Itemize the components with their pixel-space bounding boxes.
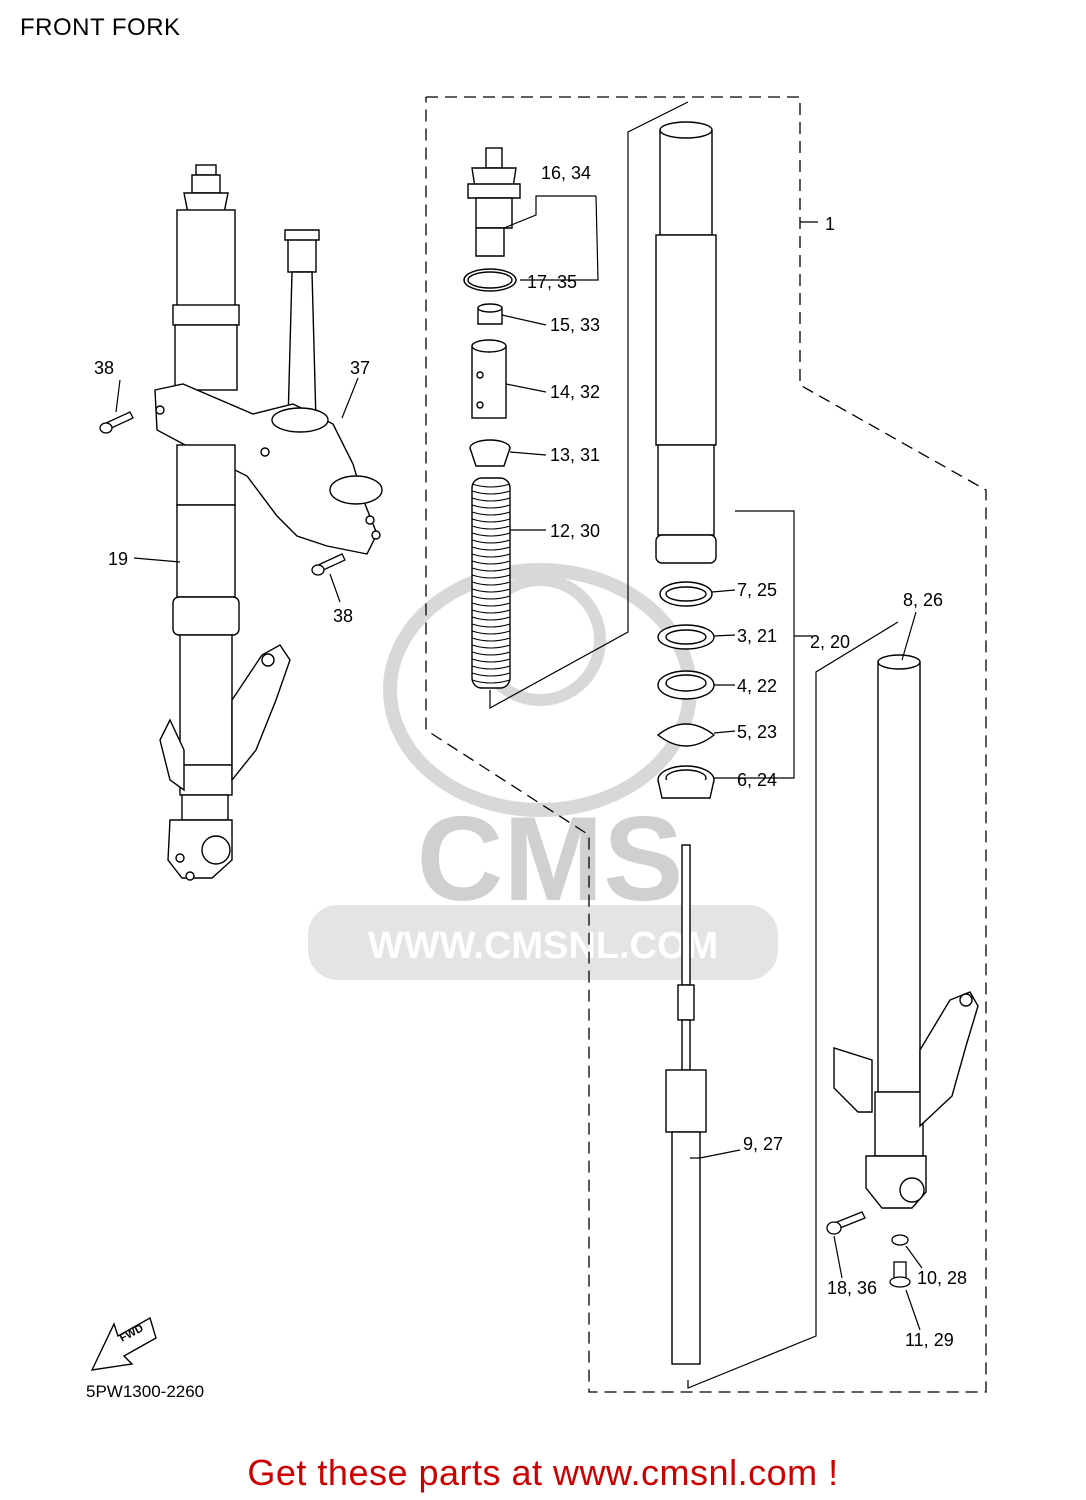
exploded-boundary bbox=[425, 96, 987, 1393]
watermark-url: WWW.CMSNL.COM bbox=[368, 925, 718, 967]
callout-4-22: 4, 22 bbox=[737, 676, 777, 696]
callout-18-36: 18, 36 bbox=[827, 1278, 877, 1298]
promo-link[interactable]: Get these parts at www.cmsnl.com ! bbox=[247, 1452, 839, 1493]
callout-38-bottom: 38 bbox=[333, 606, 353, 626]
callout-10-28: 10, 28 bbox=[917, 1268, 967, 1288]
page-title: FRONT FORK bbox=[20, 14, 181, 41]
leader-lines bbox=[115, 195, 923, 1331]
callout-17-35: 17, 35 bbox=[527, 272, 577, 292]
callout-3-21: 3, 21 bbox=[737, 626, 777, 646]
inner-tube bbox=[655, 121, 717, 564]
callout-1: 1 bbox=[825, 214, 835, 234]
callout-12-30: 12, 30 bbox=[550, 521, 600, 541]
fwd-badge: FWD bbox=[90, 1316, 157, 1371]
watermark: CMS WWW.CMSNL.COM bbox=[308, 563, 778, 980]
callout-38-top: 38 bbox=[94, 358, 114, 378]
guide-lines bbox=[489, 101, 899, 1389]
damper-rod bbox=[665, 844, 707, 1365]
callout-16-34: 16, 34 bbox=[541, 163, 591, 183]
diagram-code: 5PW1300-2260 bbox=[86, 1382, 205, 1401]
callouts: 1 2, 20 3, 21 4, 22 5, 23 6, 24 7, 25 8,… bbox=[94, 163, 967, 1350]
callout-15-33: 15, 33 bbox=[550, 315, 600, 335]
callout-19: 19 bbox=[108, 549, 128, 569]
exploded-parts bbox=[463, 147, 521, 689]
seals bbox=[656, 581, 716, 799]
callout-7-25: 7, 25 bbox=[737, 580, 777, 600]
callout-13-31: 13, 31 bbox=[550, 445, 600, 465]
spring-coils bbox=[471, 483, 511, 684]
watermark-logo: CMS bbox=[417, 792, 684, 926]
callout-6-24: 6, 24 bbox=[737, 770, 777, 790]
assembled-fork bbox=[154, 164, 383, 881]
small-bolts bbox=[826, 1211, 911, 1288]
outer-tube bbox=[833, 654, 979, 1209]
callout-8-26: 8, 26 bbox=[903, 590, 943, 610]
callout-2-20: 2, 20 bbox=[810, 632, 850, 652]
callout-11-29: 11, 29 bbox=[905, 1330, 954, 1350]
callout-5-23: 5, 23 bbox=[737, 722, 777, 742]
callout-9-27: 9, 27 bbox=[743, 1134, 783, 1154]
callout-37: 37 bbox=[350, 358, 370, 378]
bolts-38 bbox=[99, 411, 346, 576]
callout-14-32: 14, 32 bbox=[550, 382, 600, 402]
